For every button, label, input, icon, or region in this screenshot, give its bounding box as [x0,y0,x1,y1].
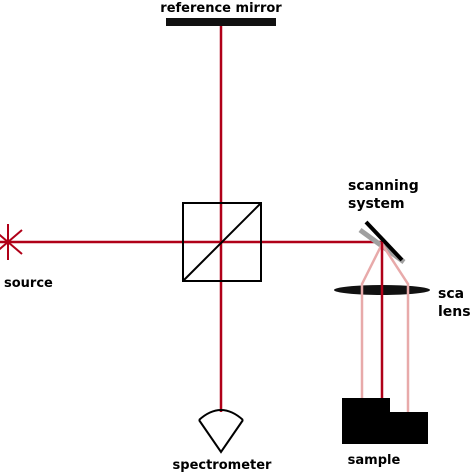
sample-label: sample [348,453,401,468]
spectrometer-label: spectrometer [173,458,273,473]
light-source-icon [0,224,23,260]
scan-lens-label-line1: sca [438,286,464,302]
reference-mirror [166,18,276,26]
scanning-system-label-line2: system [348,196,405,212]
source-label: source [4,276,53,291]
sample-arm-beams [360,242,410,412]
reference-mirror-label: reference mirror [160,1,282,16]
spectrometer-icon [198,409,244,454]
scanning-system-label-line1: scanning [348,178,419,194]
sample-block [342,398,428,444]
scan-lens-label-line2: lens [438,304,471,320]
beam-splitter [182,202,262,282]
